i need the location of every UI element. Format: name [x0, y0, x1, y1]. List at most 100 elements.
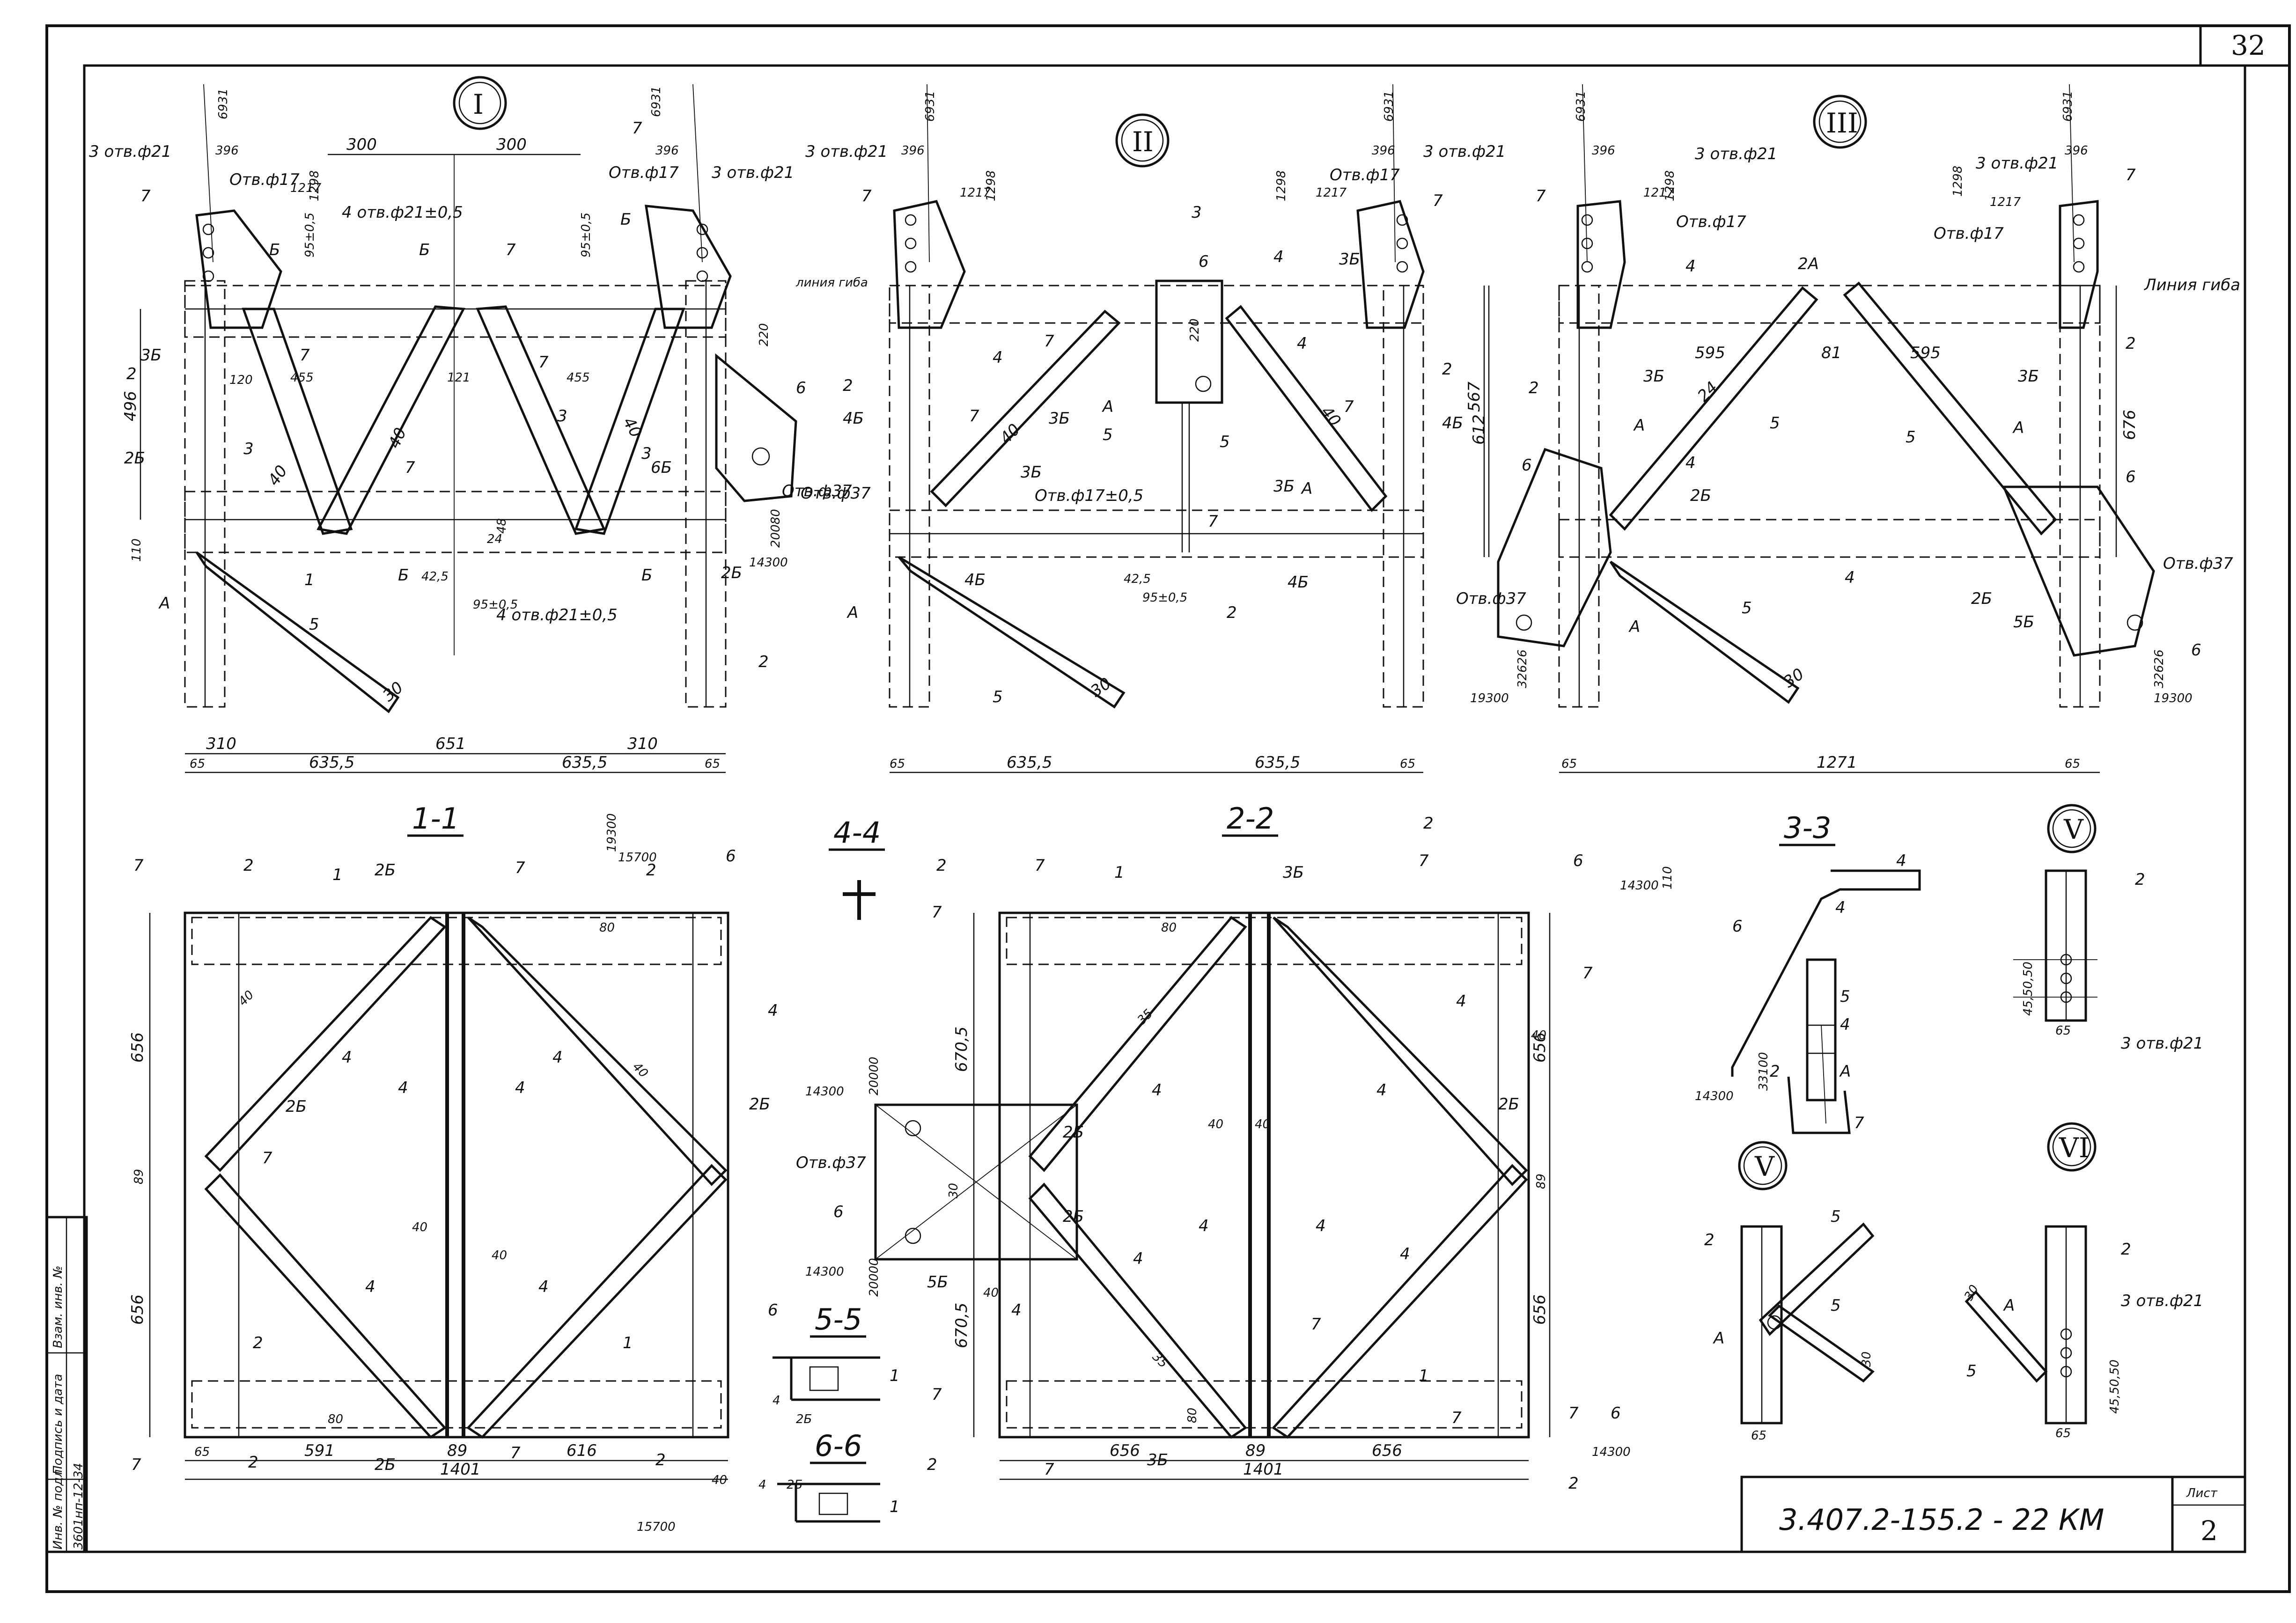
s33-mark-2: 2 — [1770, 1062, 1780, 1081]
v3-dim-65b: 65 — [2065, 757, 2080, 771]
page-number-box — [2199, 24, 2291, 67]
s22-mark-2b-b: 2Б — [1063, 1207, 1084, 1226]
v2-dim-30: 30 — [1087, 674, 1114, 701]
d6-mark-5: 5 — [1966, 1362, 1977, 1381]
s11-dim-591: 591 — [304, 1441, 335, 1460]
v3-mark-2b: 2 — [2126, 334, 2136, 353]
v1-mark-5: 5 — [309, 615, 319, 634]
s11-mark-1a: 1 — [332, 866, 343, 884]
s11-dim-656b: 656 — [128, 1294, 147, 1325]
v3-mark-3b-b: 3Б — [2018, 367, 2039, 386]
v3-note-hole17a: Отв.ф17 — [1676, 213, 1746, 231]
d5t-mark-2: 2 — [2135, 870, 2145, 889]
s55-mark-2b: 2Б — [796, 1412, 812, 1426]
v2-note-hole17-05: Отв.ф17±0,5 — [1035, 486, 1143, 505]
v1-mark-7a: 7 — [140, 187, 151, 206]
stamp-replace-label: Взам. инв. № — [51, 1265, 65, 1348]
v1-dim-310a: 310 — [206, 734, 236, 753]
v3-mark-4b: 4 — [1685, 454, 1696, 472]
section-6-6: 6-6 1 4 2Б — [758, 1429, 900, 1523]
s22-mark-4e: 4 — [1199, 1217, 1209, 1235]
s11-mark-6a: 6 — [726, 847, 736, 866]
s22-mark-7a: 7 — [1035, 856, 1045, 875]
v3-dim-396b: 396 — [2065, 144, 2088, 158]
detail-6-label: VI — [2059, 1132, 2090, 1164]
v3-mark-2b-b: 2Б — [1971, 589, 1992, 608]
view-3-label: III — [1826, 107, 1858, 139]
v1-dim-20080: 20080 — [769, 509, 783, 548]
v2-mark-4b-a: 4Б — [843, 409, 864, 428]
v3-mark-6c: 6 — [2191, 641, 2201, 660]
v1-mark-B4: Б — [419, 241, 430, 259]
v1-mark-6: 6 — [796, 379, 806, 397]
s55-mark-1: 1 — [890, 1366, 900, 1385]
s22-mark-7b: 7 — [1419, 852, 1429, 870]
v2-mark-3b-c: 3Б — [1273, 477, 1295, 496]
s22-mark-2b: 2 — [1423, 814, 1434, 833]
v3-mark-5a: 5 — [1770, 414, 1780, 433]
v1-dim-635-a: 635,5 — [309, 753, 354, 772]
v2-dim-42-5: 42,5 — [1124, 572, 1151, 586]
s11-mark-2b: 2 — [646, 861, 656, 880]
v1-mark-7c: 7 — [506, 241, 516, 259]
outer-frame — [45, 24, 2291, 1593]
s22-mark-7h: 7 — [1451, 1409, 1462, 1427]
v2-mark-A3: А — [1301, 479, 1312, 498]
v3-mark-A2: А — [1628, 617, 1640, 636]
v3-dim-396a: 396 — [1592, 144, 1615, 158]
s11-dim-616: 616 — [567, 1441, 597, 1460]
v3-dim-25a: 24 — [1694, 378, 1722, 405]
section-4-4: 4-4 14300 20000 14300 20000 Отв.ф37 6 5Б… — [796, 815, 1078, 1297]
d5t-dim-45-50-50: 45,50,50 — [2021, 962, 2035, 1016]
v2-mark-7c: 7 — [1044, 332, 1054, 351]
s11-dim-89: 89 — [447, 1441, 467, 1460]
s11-mark-2d: 2 — [248, 1453, 258, 1472]
v1-dim-396b: 396 — [655, 144, 679, 158]
v1-dim-496: 496 — [121, 391, 140, 421]
s44-dim-20000a: 20000 — [867, 1057, 881, 1095]
v3-note-holes21b: 3 отв.ф21 — [1976, 154, 2058, 173]
v1-dim-30: 30 — [379, 678, 407, 705]
v2-dim-396a: 396 — [901, 144, 925, 158]
s22-mark-7e: 7 — [1311, 1315, 1321, 1334]
v1-mark-2b: 2 — [758, 653, 769, 671]
s11-mark-7c: 7 — [262, 1149, 272, 1168]
s22-mark-2d: 2 — [1568, 1474, 1579, 1493]
section-1-1-label: 1-1 — [412, 801, 459, 836]
v3-mark-4c: 4 — [1845, 568, 1855, 587]
detail-5-top-label: V — [2063, 814, 2084, 845]
s11-dim-15700: 15700 — [618, 851, 657, 865]
v3-mark-4a: 4 — [1685, 257, 1696, 276]
v2-note-hole17: Отв.ф17 — [1330, 166, 1400, 184]
v1-dim-300a: 300 — [346, 135, 377, 154]
section-6-6-label: 6-6 — [815, 1429, 862, 1463]
v1-dim-455a: 455 — [290, 371, 314, 385]
s22-dim-40c: 40 — [983, 1286, 999, 1300]
v3-dim-1217a: 1217 — [1643, 186, 1675, 200]
s22-mark-7g: 7 — [1044, 1460, 1054, 1479]
v3-mark-7a: 7 — [1536, 187, 1546, 206]
v3-dim-595b: 595 — [1910, 344, 1941, 362]
v2-note-holes21b: 3 отв.ф21 — [1423, 142, 1506, 161]
v2-mark-A1: А — [1102, 397, 1113, 416]
v2-mark-3b-a: 3Б — [1049, 409, 1070, 428]
v2-mark-A2: А — [846, 603, 858, 622]
v1-dim-95c: 95±0,5 — [473, 598, 518, 612]
s44-dim-30: 30 — [947, 1183, 961, 1198]
s11-mark-4c: 4 — [398, 1079, 408, 1097]
d5l-dim-30: 30 — [1860, 1351, 1874, 1367]
section-3-3-label: 3-3 — [1784, 811, 1831, 845]
d5l-mark-5b: 5 — [1831, 1296, 1841, 1315]
v3-dim-595a: 595 — [1695, 344, 1725, 362]
s11-dim-40d: 40 — [492, 1248, 507, 1263]
s22-dim-1210: 110 — [1661, 866, 1675, 889]
v3-mark-7b: 7 — [2126, 166, 2136, 184]
section-2-2-label: 2-2 — [1227, 801, 1274, 836]
d5l-mark-2: 2 — [1704, 1231, 1715, 1249]
v1-mark-2b-b: 2Б — [721, 564, 742, 582]
s22-mark-6a: 6 — [1573, 852, 1583, 870]
view-2-label: II — [1132, 126, 1154, 158]
s44-dim-14300a: 14300 — [805, 1085, 844, 1099]
v1-mark-B5: Б — [620, 210, 631, 229]
v1-dim-24: 24 — [487, 532, 502, 546]
